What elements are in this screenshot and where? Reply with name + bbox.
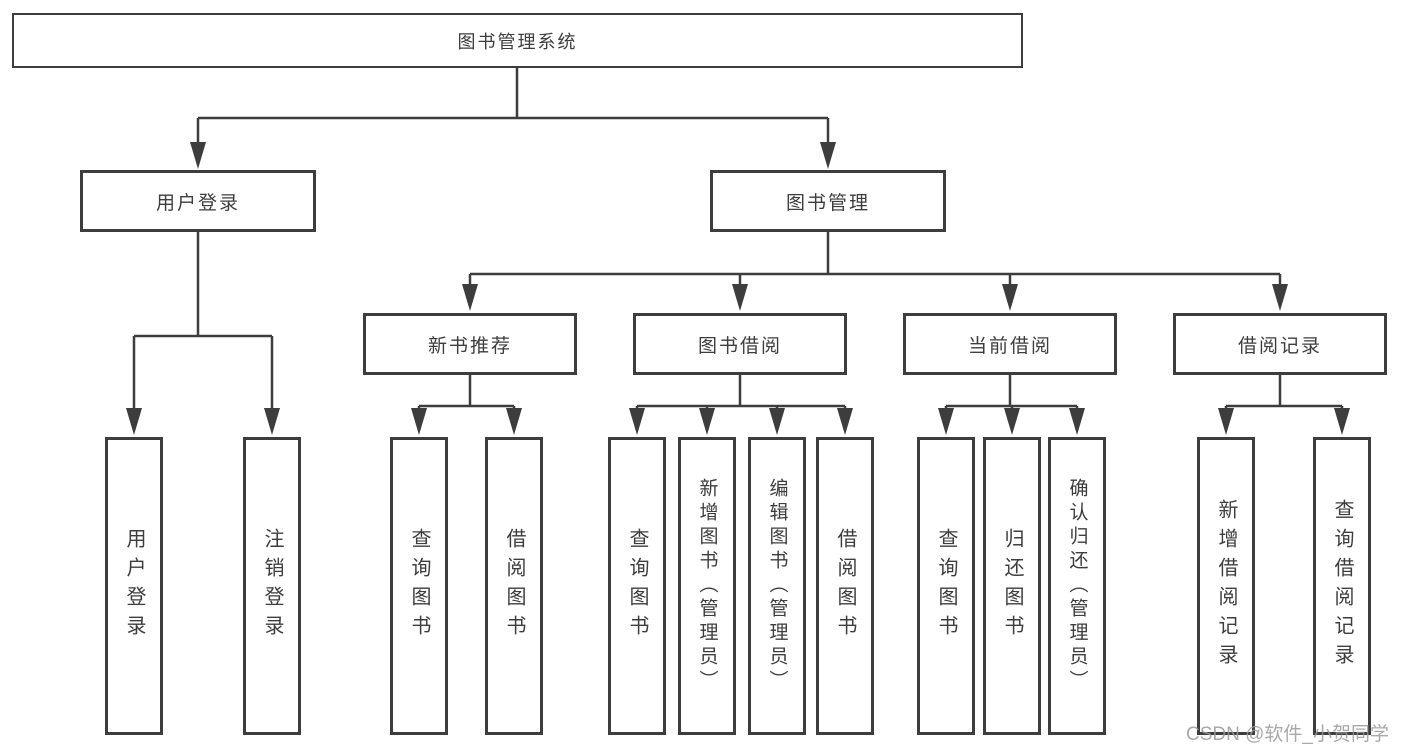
arrowhead — [1334, 408, 1350, 435]
connector-root — [196, 67, 830, 147]
leaf-borrow-books-recommend: 借阅图书 — [485, 437, 543, 735]
leaf-query-books-recommend: 查询图书 — [390, 437, 448, 735]
leaf-query-books-current-label: 查询图书 — [935, 528, 957, 644]
leaf-logout: 注销登录 — [243, 437, 301, 735]
node-new-book-recommend: 新书推荐 — [363, 313, 577, 375]
connector-current-borrowing — [944, 374, 1079, 413]
leaf-query-borrow-record: 查询借阅记录 — [1313, 437, 1371, 735]
node-borrowing-records: 借阅记录 — [1173, 313, 1387, 375]
arrowhead — [462, 284, 478, 311]
arrowhead — [1004, 408, 1020, 435]
arrowhead — [411, 408, 427, 435]
connector-book-borrowing — [635, 374, 847, 413]
leaf-edit-book-admin: 编辑图书（管理员） — [748, 437, 806, 735]
leaf-borrow-books-borrowing-label: 借阅图书 — [834, 528, 856, 644]
leaf-add-borrow-record: 新增借阅记录 — [1197, 437, 1255, 735]
arrowhead — [1069, 408, 1085, 435]
connector-borrowing-records — [1224, 374, 1344, 413]
leaf-add-book-admin: 新增图书（管理员） — [678, 437, 736, 735]
leaf-return-books: 归还图书 — [983, 437, 1041, 735]
node-library-system: 图书管理系统 — [12, 13, 1023, 68]
leaf-add-book-admin-label: 新增图书（管理员） — [696, 478, 718, 694]
node-user-login: 用户登录 — [80, 170, 316, 232]
leaf-add-borrow-record-label: 新增借阅记录 — [1215, 499, 1237, 673]
leaf-query-books-borrowing: 查询图书 — [608, 437, 666, 735]
arrowhead — [769, 408, 785, 435]
node-borrowing-records-label: 借阅记录 — [1237, 335, 1322, 357]
arrowhead — [820, 142, 836, 169]
connector-new-book-recommend — [417, 374, 516, 413]
leaf-borrow-books-recommend-label: 借阅图书 — [503, 528, 525, 644]
node-book-management: 图书管理 — [710, 170, 946, 232]
leaf-edit-book-admin-label: 编辑图书（管理员） — [766, 478, 788, 694]
node-library-system-label: 图书管理系统 — [457, 31, 578, 52]
leaf-logout-label: 注销登录 — [261, 528, 283, 644]
arrowhead — [699, 408, 715, 435]
leaf-borrow-books-borrowing: 借阅图书 — [816, 437, 874, 735]
connector-book-management — [468, 231, 1282, 289]
connector-user-login — [132, 231, 274, 413]
arrowhead — [190, 142, 206, 169]
arrowhead — [629, 408, 645, 435]
arrowhead — [264, 408, 280, 435]
arrowhead — [1272, 284, 1288, 311]
leaf-confirm-return-admin-label: 确认归还（管理员） — [1066, 478, 1088, 694]
arrowhead — [506, 408, 522, 435]
node-new-book-recommend-label: 新书推荐 — [427, 335, 512, 357]
leaf-query-books-borrowing-label: 查询图书 — [626, 528, 648, 644]
node-current-borrowing: 当前借阅 — [903, 313, 1117, 375]
leaf-user-login: 用户登录 — [105, 437, 163, 735]
arrowhead — [938, 408, 954, 435]
watermark: CSDN @软件_小贺同学 — [1186, 724, 1389, 745]
arrowhead — [1218, 408, 1234, 435]
node-current-borrowing-label: 当前借阅 — [967, 335, 1052, 357]
arrowhead — [1002, 284, 1018, 311]
arrowhead — [126, 408, 142, 435]
leaf-confirm-return-admin: 确认归还（管理员） — [1048, 437, 1106, 735]
node-book-management-label: 图书管理 — [785, 192, 870, 214]
arrowhead — [732, 284, 748, 311]
leaf-query-borrow-record-label: 查询借阅记录 — [1331, 499, 1353, 673]
leaf-user-login-label: 用户登录 — [123, 528, 145, 644]
leaf-query-books-current: 查询图书 — [917, 437, 975, 735]
leaf-query-books-recommend-label: 查询图书 — [408, 528, 430, 644]
node-user-login-label: 用户登录 — [155, 192, 240, 214]
node-book-borrowing: 图书借阅 — [633, 313, 847, 375]
leaf-return-books-label: 归还图书 — [1001, 528, 1023, 644]
arrowhead — [837, 408, 853, 435]
node-book-borrowing-label: 图书借阅 — [697, 335, 782, 357]
